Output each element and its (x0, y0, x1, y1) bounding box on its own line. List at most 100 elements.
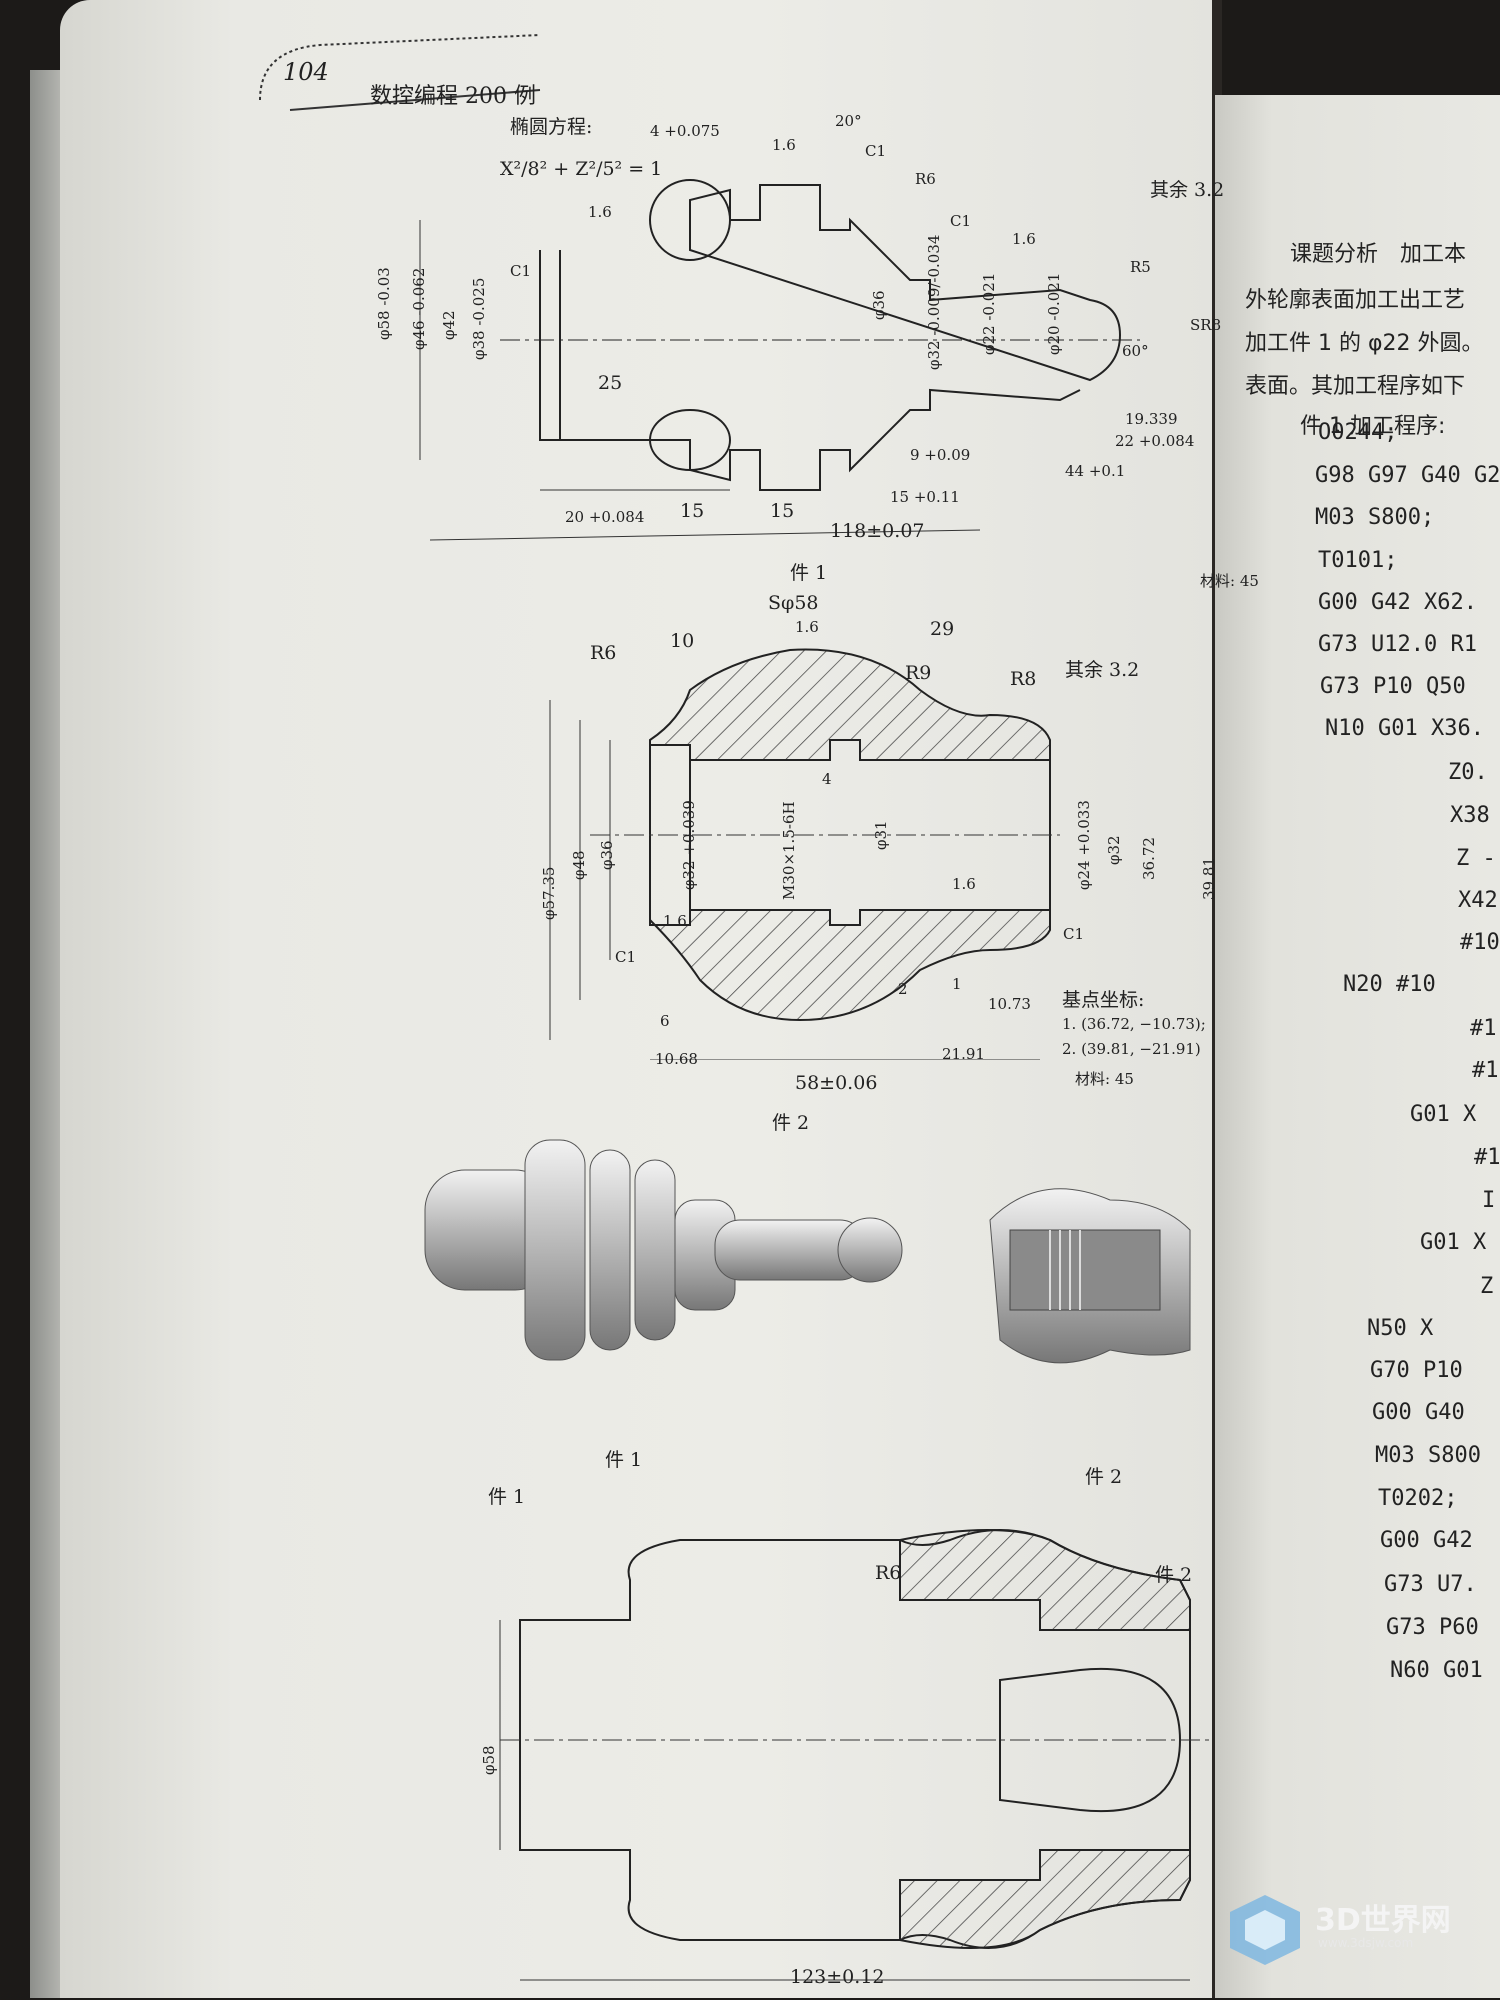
dim-label: 4 (822, 770, 832, 788)
assembly-r6-label: R6 (875, 1562, 902, 1584)
code-line: G73 P10 Q50 (1320, 674, 1466, 699)
dim-label: R9 (905, 662, 932, 684)
code-line: O0244; (1318, 420, 1398, 445)
analysis-line: 加工件 1 的 φ22 外圆。 (1245, 331, 1484, 356)
code-line: #1 (1474, 1145, 1500, 1170)
dim-label: 20 +0.084 (565, 508, 645, 526)
dim-label: 36.72 (1140, 837, 1158, 880)
watermark-logo-icon (1230, 1895, 1300, 1965)
code-line: G73 U12.0 R1 (1318, 632, 1477, 657)
dim-label: 118±0.07 (830, 520, 925, 542)
dim-label: φ48 (570, 850, 588, 880)
dim-label: C1 (1063, 925, 1085, 943)
dim-label: φ38 -0.025 (470, 277, 488, 360)
page-number: 104 (283, 58, 329, 86)
dim-label: 9 +0.09 (910, 446, 971, 464)
dim-label: 1.6 (588, 203, 612, 221)
analysis-line: 件 1 加工程序: (1300, 414, 1446, 439)
dim-label: 20° (835, 112, 862, 130)
base-coord-2: 2. (39.81, −21.91) (1062, 1040, 1201, 1058)
analysis-heading: 课题分析 加工本 (1290, 242, 1467, 267)
dim-label: 10.73 (988, 995, 1031, 1013)
dim-label: 15 +0.11 (890, 488, 960, 506)
dim-label: φ20 -0.021 (1045, 272, 1063, 355)
dim-label: 1.6 (795, 618, 819, 636)
dim-label: φ42 (440, 310, 458, 340)
dim-label: 1.6 (663, 912, 687, 930)
dim-label: φ32 +0.039 (680, 800, 698, 890)
render-caption-2: 件 2 (1085, 1466, 1123, 1488)
assembly-length-label: 123±0.12 (790, 1966, 885, 1988)
analysis-line: 外轮廓表面加工出工艺 (1245, 288, 1466, 313)
dim-label: SR8 (1190, 316, 1222, 334)
right-page (1215, 95, 1500, 1998)
assembly-drawing (499, 1529, 1210, 1981)
dim-label: 1.6 (952, 875, 976, 893)
render-caption-1: 件 1 (605, 1449, 643, 1471)
dim-label: M30×1.5-6H (780, 801, 798, 900)
roughness-rest: 其余 3.2 (1150, 179, 1225, 201)
code-line: T0101; (1318, 548, 1398, 573)
ellipse-label: 椭圆方程: (510, 116, 593, 138)
dim-label: 21.91 (942, 1045, 985, 1063)
dim-label: φ57.35 (540, 866, 558, 920)
code-line: M03 S800 (1375, 1443, 1481, 1468)
code-line: X42 (1458, 888, 1498, 913)
caption-part1: 件 1 (790, 562, 828, 584)
code-line: #10 (1460, 930, 1500, 955)
code-line: T0202; (1378, 1486, 1458, 1511)
dim-label: 2 (898, 980, 908, 998)
assembly-part2-label: 件 2 (1155, 1564, 1193, 1586)
render-part2 (989, 1188, 1191, 1364)
code-line: Z (1480, 1274, 1494, 1299)
code-line: I (1482, 1188, 1496, 1213)
dim-label: φ46 -0.062 (410, 267, 428, 350)
left-page (60, 0, 1215, 1998)
caption-part2: 件 2 (772, 1112, 810, 1134)
dim-label: R6 (590, 642, 617, 664)
code-line: #1 (1470, 1016, 1497, 1041)
assembly-dia-label: φ58 (480, 1745, 498, 1775)
dim-label: φ31 (872, 820, 890, 850)
code-line: N60 G01 (1390, 1658, 1483, 1683)
dim-label: Sφ58 (768, 592, 819, 614)
dim-label: 29 (930, 618, 955, 640)
code-line: G00 G42 X62. (1318, 590, 1477, 615)
code-line: N10 G01 X36. (1325, 716, 1484, 741)
dim-label: 1 (952, 975, 962, 993)
dim-label: 58±0.06 (795, 1072, 878, 1094)
roughness-rest-2: 其余 3.2 (1065, 659, 1140, 681)
dim-label: 60° (1122, 342, 1149, 360)
base-coord-title: 基点坐标: (1062, 989, 1145, 1011)
code-line: G73 U7. (1384, 1572, 1477, 1597)
code-line: G00 G40 (1372, 1400, 1465, 1425)
dim-label: φ24 +0.033 (1075, 800, 1093, 890)
code-line: G73 P60 (1386, 1615, 1479, 1640)
dim-label: C1 (950, 212, 972, 230)
analysis-line: 表面。其加工程序如下 (1245, 374, 1466, 399)
dim-label: 1.6 (772, 136, 796, 154)
code-line: Z0. (1448, 760, 1488, 785)
watermark-name: 3D世界网 (1315, 1903, 1451, 1938)
material-part2: 材料: 45 (1075, 1070, 1134, 1088)
dim-label: 15 (680, 500, 705, 522)
ellipse-equation: X²/8² + Z²/5² = 1 (500, 158, 663, 180)
dim-label: 15 (770, 500, 795, 522)
dim-label: C1 (510, 262, 532, 280)
assembly-part1-label: 件 1 (488, 1486, 526, 1508)
dim-label: 10.68 (655, 1050, 698, 1068)
watermark-url: www.3dsjw.com (1318, 1936, 1414, 1950)
dim-label: φ58 -0.03 (375, 267, 393, 340)
dim-label: 4 +0.075 (650, 122, 720, 140)
material-part1: 材料: 45 (1200, 572, 1259, 590)
dim-label: 6 (660, 1012, 670, 1030)
dim-label: R5 (1130, 258, 1151, 276)
dim-label: 25 (598, 372, 623, 394)
dim-label: 10 (670, 630, 695, 652)
code-line: X38 (1450, 803, 1490, 828)
base-coord-1: 1. (36.72, −10.73); (1062, 1015, 1206, 1033)
drawing-part1 (419, 179, 1140, 541)
code-line: #1 (1472, 1058, 1499, 1083)
dim-label: R6 (915, 170, 936, 188)
